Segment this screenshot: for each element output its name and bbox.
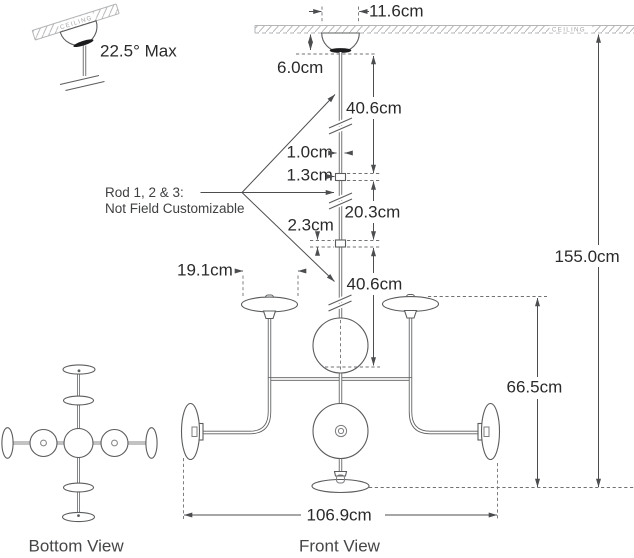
upper-left-shade — [240, 294, 299, 320]
rod-note-line1: Rod 1, 2 & 3: — [105, 185, 184, 200]
bulb-symbol — [40, 439, 47, 447]
bottom-view-hub — [63, 427, 94, 459]
ceiling-band: CEILING — [254, 25, 634, 34]
bulb-symbol — [337, 427, 345, 435]
lower-left-shade — [180, 402, 204, 461]
dim-fixture-height: 66.5cm — [507, 378, 563, 397]
bulb-symbol — [334, 424, 348, 438]
leader-rod1 — [241, 94, 336, 193]
dim-canopy-width: 11.6cm — [369, 2, 424, 21]
bottom-view-sphere-left — [29, 428, 58, 458]
dim-rod-diameter: 1.0cm — [287, 143, 333, 162]
slope-angle-label: 22.5° Max — [100, 42, 177, 61]
dim-rod2: 20.3cm — [345, 203, 401, 222]
bottom-view-shade-bottom — [61, 511, 96, 523]
dim-fixture-width: 106.9cm — [307, 506, 372, 525]
front-view-label: Front View — [299, 537, 381, 556]
lower-left-arm — [201, 378, 272, 435]
bottom-view-shade-left — [1, 427, 14, 459]
joint-dot — [77, 514, 80, 517]
bottom-view-shade-right — [145, 427, 158, 459]
rod-break-mark — [59, 74, 100, 86]
dimension-annotations: 11.6cm 6.0cm 40.6cm 20.3cm 40.6cm 1.0cm … — [105, 2, 634, 525]
lower-right-arm — [408, 378, 480, 435]
bottom-shade — [311, 470, 370, 494]
sloped-ceiling-detail: CEILING 22.5° Max — [31, 3, 177, 92]
bottom-view-drawing — [1, 364, 158, 523]
dim-canopy-drop: 6.0cm — [277, 58, 323, 77]
dim-coupler1: 1.3cm — [287, 166, 333, 185]
dim-rod1: 40.6cm — [346, 99, 402, 118]
dim-rod3: 40.6cm — [347, 275, 403, 294]
lower-right-shade — [477, 402, 501, 461]
bulb-symbol — [111, 439, 118, 447]
bottom-view-lens-bottom — [62, 482, 95, 493]
rod-break-mark — [65, 80, 105, 92]
lower-sphere — [312, 402, 369, 460]
rod-coupler-2 — [334, 239, 347, 248]
joint-dot — [77, 369, 81, 373]
bottom-view-lens-top — [62, 395, 95, 406]
leader-rod3 — [241, 192, 335, 282]
ceiling-label: CEILING — [552, 27, 586, 34]
ceiling-hatch — [255, 25, 634, 33]
rod-coupler-1 — [334, 172, 347, 182]
dim-shade-diameter: 19.1cm — [177, 261, 233, 280]
rod-note-line2: Not Field Customizable — [105, 201, 245, 216]
upper-right-shade — [381, 293, 440, 319]
rod-break-mark-2 — [328, 190, 353, 212]
rod-break-mark-1 — [328, 115, 353, 137]
canopy-finial — [329, 48, 352, 53]
rod-break-mark-3 — [327, 292, 353, 314]
dim-coupler2: 2.3cm — [288, 216, 334, 235]
bottom-view-sphere-right — [100, 428, 129, 458]
dim-overall-height: 155.0cm — [555, 247, 620, 266]
canopy-finial-detail — [73, 39, 94, 48]
front-view-drawing — [180, 32, 501, 494]
bottom-view-label: Bottom View — [29, 537, 125, 556]
